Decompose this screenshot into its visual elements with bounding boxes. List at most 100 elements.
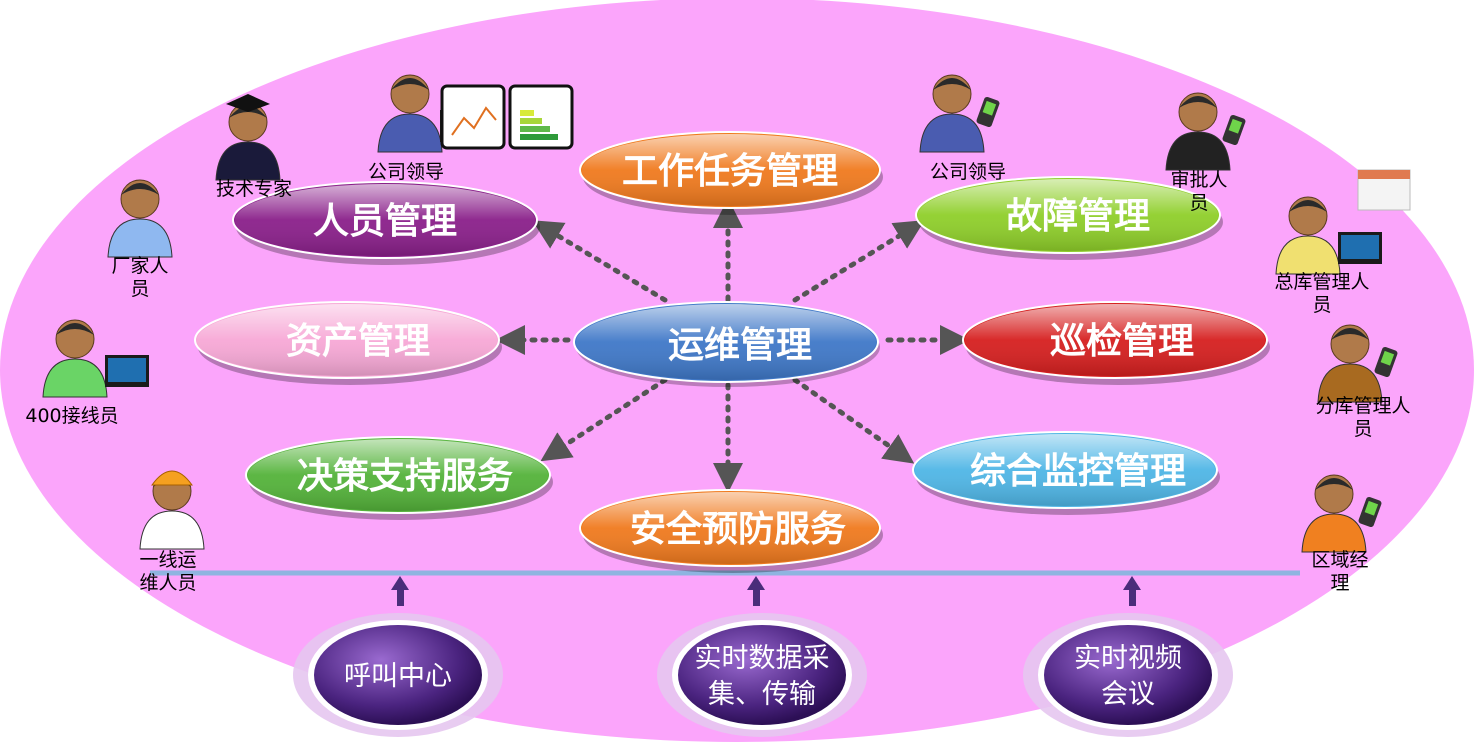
module-shine bbox=[918, 179, 1218, 251]
hair bbox=[933, 78, 971, 90]
warehouse-sub-figure bbox=[1317, 324, 1398, 403]
arrow-to-monitor bbox=[792, 377, 915, 464]
body bbox=[919, 113, 985, 153]
arrow-to-fault bbox=[792, 220, 925, 303]
module-shine bbox=[248, 439, 548, 511]
module-safety: 安全预防服务 bbox=[579, 489, 883, 573]
bottom-arrows bbox=[391, 576, 1141, 606]
vendor-figure bbox=[107, 179, 173, 258]
monitor-screen bbox=[1341, 235, 1379, 259]
module-shine bbox=[582, 492, 878, 564]
role-label-vendor: 员 bbox=[130, 278, 149, 300]
connector-arrows bbox=[495, 198, 970, 493]
role-label-warehouse-sub: 员 bbox=[1353, 418, 1372, 440]
operator-400-figure bbox=[42, 319, 149, 398]
module-shine bbox=[197, 304, 497, 376]
hardhat-icon bbox=[151, 470, 193, 486]
module-monitor: 综合监控管理 bbox=[912, 431, 1220, 515]
module-label: 资产管理 bbox=[286, 321, 430, 362]
module-decision: 决策支持服务 bbox=[245, 436, 553, 520]
graduation-cap-icon bbox=[226, 94, 270, 112]
module-label: 决策支持服务 bbox=[297, 456, 513, 497]
line-chart-doc-icon bbox=[440, 84, 506, 150]
hair bbox=[391, 78, 429, 90]
module-label: 综合监控管理 bbox=[970, 451, 1186, 492]
bottom-label: 集、传输 bbox=[708, 679, 816, 710]
role-label-operator-400: 400接线员 bbox=[25, 405, 118, 427]
arrow-up-3-shaft bbox=[1129, 588, 1136, 606]
approver-figure bbox=[1165, 92, 1246, 171]
bar-chart-doc-icon bbox=[508, 84, 574, 150]
monitor-screen bbox=[108, 358, 146, 382]
module-asset: 资产管理 bbox=[194, 301, 502, 385]
module-fault: 故障管理 bbox=[915, 176, 1223, 260]
bottom-label: 会议 bbox=[1101, 679, 1155, 710]
role-label-warehouse-main: 总库管理人 bbox=[1274, 271, 1369, 293]
role-labels: 公司领导技术专家厂家人员400接线员一线运维人员公司领导审批人员总库管理人员分库… bbox=[25, 161, 1410, 594]
arrow-up-2-shaft bbox=[753, 588, 760, 606]
module-pills: 工作任务管理人员管理故障管理资产管理巡检管理决策支持服务安全预防服务综合监控管理 bbox=[194, 131, 1270, 573]
warehouse-main-figure bbox=[1275, 196, 1382, 275]
module-patrol: 巡检管理 bbox=[962, 301, 1270, 385]
hair bbox=[1289, 200, 1327, 212]
role-label-warehouse-main: 员 bbox=[1312, 294, 1331, 316]
frontline-figure bbox=[139, 470, 205, 550]
role-label-leader-left: 公司领导 bbox=[368, 161, 444, 183]
module-shine bbox=[582, 134, 878, 206]
module-label: 巡检管理 bbox=[1050, 321, 1194, 362]
doc-bar bbox=[520, 110, 534, 116]
doc-bar bbox=[520, 118, 542, 124]
doc-line bbox=[451, 106, 497, 136]
body bbox=[1317, 363, 1383, 403]
module-shine bbox=[235, 184, 535, 256]
arrow-up-1-head bbox=[391, 576, 409, 590]
body bbox=[1301, 513, 1367, 553]
leader-right-figure bbox=[919, 74, 1000, 153]
module-shine bbox=[915, 434, 1215, 506]
role-figures bbox=[42, 74, 1411, 553]
hair bbox=[56, 323, 94, 335]
module-task: 工作任务管理 bbox=[579, 131, 883, 215]
bottom-circle bbox=[314, 625, 482, 725]
role-label-leader-right: 公司领导 bbox=[930, 161, 1006, 183]
hair bbox=[121, 183, 159, 195]
role-label-expert: 技术专家 bbox=[216, 178, 292, 200]
body bbox=[215, 141, 281, 181]
expert-figure bbox=[215, 94, 281, 181]
phone-screen bbox=[1364, 500, 1379, 516]
hair bbox=[1179, 96, 1217, 108]
bottom-label: 实时数据采 bbox=[695, 643, 830, 674]
body bbox=[1165, 131, 1231, 171]
center-node: 运维管理 bbox=[573, 301, 880, 387]
center-shine bbox=[576, 304, 876, 380]
center-label: 运维管理 bbox=[668, 325, 812, 366]
body bbox=[107, 218, 173, 258]
arrow-up-3-head bbox=[1123, 576, 1141, 590]
module-shine bbox=[965, 304, 1265, 376]
bottom-circle bbox=[1044, 625, 1212, 725]
module-label: 工作任务管理 bbox=[622, 151, 838, 192]
role-label-frontline: 一线运 bbox=[139, 549, 196, 571]
bottom-label: 实时视频 bbox=[1074, 643, 1182, 674]
role-label-region-manager: 区域经 bbox=[1311, 549, 1368, 571]
phone-screen bbox=[1228, 118, 1243, 134]
module-label: 安全预防服务 bbox=[630, 508, 846, 550]
bottom-call-center: 呼叫中心 bbox=[293, 613, 503, 737]
role-label-vendor: 厂家人 bbox=[111, 255, 168, 277]
role-label-approver: 审批人 bbox=[1170, 169, 1227, 191]
doc-bar bbox=[520, 134, 558, 140]
hair bbox=[1331, 328, 1369, 340]
arrow-to-decision bbox=[540, 377, 668, 462]
body bbox=[139, 510, 205, 550]
doc-bar bbox=[520, 126, 550, 132]
module-label: 故障管理 bbox=[1006, 196, 1150, 237]
phone-screen bbox=[982, 100, 997, 116]
calendar-header bbox=[1358, 170, 1410, 179]
arrow-to-personnel bbox=[532, 220, 668, 303]
region-manager-figure bbox=[1301, 474, 1382, 553]
